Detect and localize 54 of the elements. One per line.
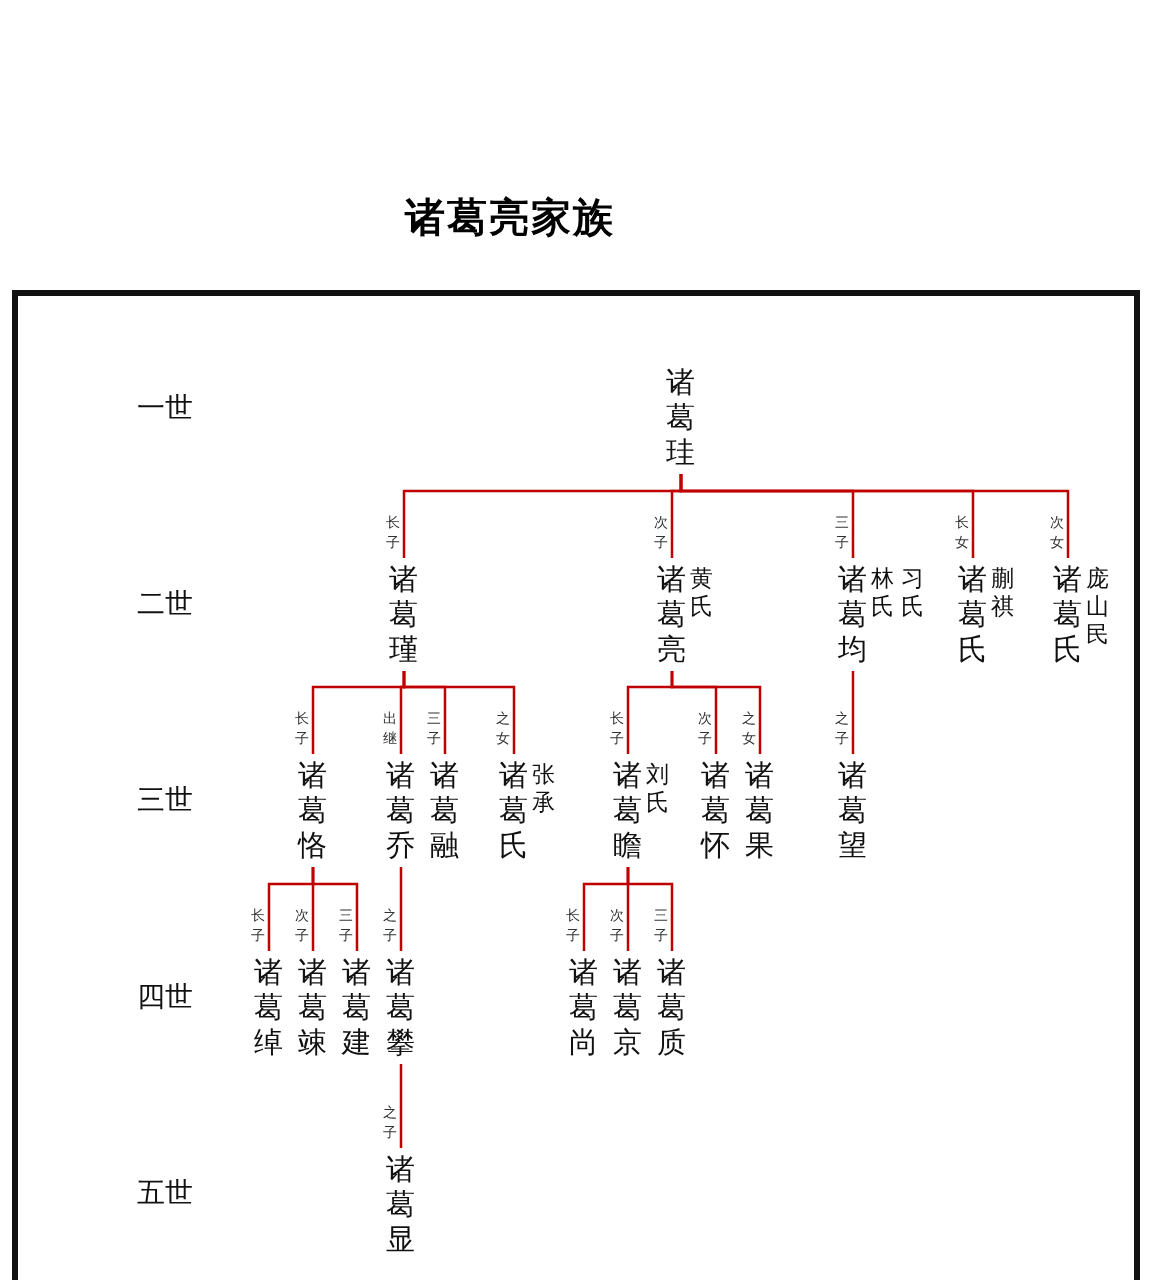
spouse-name: 刘氏 (646, 760, 669, 816)
connector-line (626, 867, 674, 951)
person-name: 诸葛乔 (386, 758, 415, 863)
person-name: 诸葛望 (838, 758, 867, 863)
spouse-name: 林氏 (871, 564, 894, 620)
person-name: 诸葛怀 (701, 758, 730, 863)
person-name: 诸葛均 (838, 562, 867, 667)
connector-line (679, 474, 1070, 558)
person-name: 诸葛竦 (298, 955, 327, 1060)
person-name: 诸葛果 (745, 758, 774, 863)
spouse-name: 张承 (532, 760, 555, 816)
connector-line (311, 867, 359, 951)
spouse-name: 蒯祺 (991, 564, 1014, 620)
person-name: 诸葛攀 (386, 955, 415, 1060)
person-name: 诸葛氏 (958, 562, 987, 667)
generation-label: 五世 (137, 1175, 193, 1211)
edge-label: 长子 (251, 905, 265, 945)
connector-line (851, 671, 855, 754)
generation-label: 二世 (137, 586, 193, 622)
person-name: 诸葛尚 (569, 955, 598, 1060)
edge-label: 之子 (835, 708, 849, 748)
person-name: 诸葛质 (657, 955, 686, 1060)
person-name: 诸葛恪 (298, 758, 327, 863)
edge-label: 之女 (496, 708, 510, 748)
edge-label: 之子 (383, 905, 397, 945)
generation-label: 三世 (137, 782, 193, 818)
person-name: 诸葛亮 (657, 562, 686, 667)
edge-label: 长子 (566, 905, 580, 945)
connector-line (399, 867, 403, 951)
spouse-name: 庞山民 (1086, 564, 1109, 648)
person-name: 诸葛氏 (499, 758, 528, 863)
person-name: 诸葛显 (386, 1152, 415, 1257)
person-name: 诸葛氏 (1053, 562, 1082, 667)
person-name: 诸葛融 (430, 758, 459, 863)
person-name: 诸葛瞻 (613, 758, 642, 863)
edge-label: 长子 (295, 708, 309, 748)
connector-line (402, 671, 516, 754)
edge-label: 长女 (955, 512, 969, 552)
person-name: 诸葛珪 (666, 365, 695, 470)
person-name: 诸葛京 (613, 955, 642, 1060)
edge-label: 长子 (386, 512, 400, 552)
edge-label: 之子 (383, 1102, 397, 1142)
diagram-title: 诸葛亮家族 (405, 192, 615, 242)
edge-label: 长子 (610, 708, 624, 748)
person-name: 诸葛建 (342, 955, 371, 1060)
edge-label: 之女 (742, 708, 756, 748)
person-name: 诸葛瑾 (389, 562, 418, 667)
person-name: 诸葛绰 (254, 955, 283, 1060)
connector-line (399, 1064, 403, 1148)
generation-label: 一世 (137, 390, 193, 426)
spouse-name: 黄氏 (690, 564, 713, 620)
spouse-name: 习氏 (901, 564, 924, 620)
generation-label: 四世 (137, 979, 193, 1015)
connector-line (670, 671, 762, 754)
